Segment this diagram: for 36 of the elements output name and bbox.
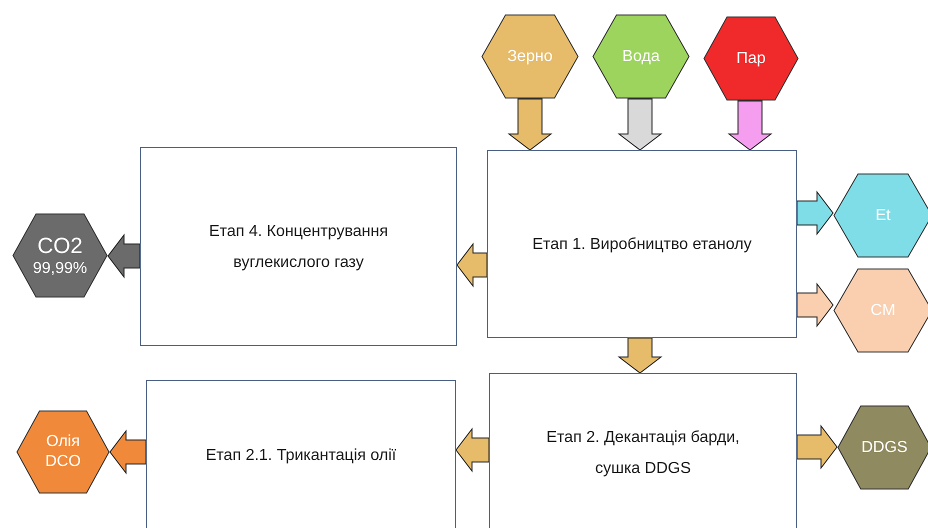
hexagon xyxy=(837,405,928,490)
block-arrow xyxy=(456,242,488,288)
stage-label: Етап 2. Декантація барди, сушка DDGS xyxy=(545,428,741,479)
hexagon xyxy=(833,173,928,258)
block-arrow xyxy=(618,338,662,374)
block-arrow xyxy=(618,98,662,151)
process-box xyxy=(146,380,456,528)
stage-label: Етап 2.1. Трикантація олії xyxy=(206,446,396,466)
block-arrow xyxy=(796,424,838,470)
hexagon-label: 99,99% xyxy=(32,259,88,280)
hexagon xyxy=(16,410,110,494)
block-arrow xyxy=(455,428,490,472)
hexagon-label: CO2 xyxy=(37,232,83,260)
hexagon-label: Зерно xyxy=(507,46,553,66)
hexagon xyxy=(833,268,928,353)
hexagon-label: Пар xyxy=(736,48,766,68)
hexagon-label: DDGS xyxy=(861,438,908,458)
block-arrow xyxy=(796,190,834,236)
block-arrow xyxy=(109,430,146,474)
process-box xyxy=(489,373,797,528)
block-arrow xyxy=(796,282,834,328)
hexagon-label: CM xyxy=(870,300,896,320)
hexagon xyxy=(592,14,690,99)
process-box xyxy=(487,150,797,338)
block-arrow xyxy=(728,100,772,151)
hexagon xyxy=(12,213,108,298)
stage-label: Етап 1. Виробництво етанолу xyxy=(532,234,752,254)
block-arrow xyxy=(508,98,552,151)
hexagon-label: Вода xyxy=(622,46,660,66)
hexagon-label: Олія DCO xyxy=(44,432,82,472)
hexagon-label: Et xyxy=(875,206,891,226)
process-box xyxy=(140,147,457,346)
stage-label: Етап 4. Концентрування вуглекислого газу xyxy=(208,222,389,272)
block-arrow xyxy=(107,234,140,278)
hexagon xyxy=(481,14,579,99)
hexagon xyxy=(703,16,799,101)
